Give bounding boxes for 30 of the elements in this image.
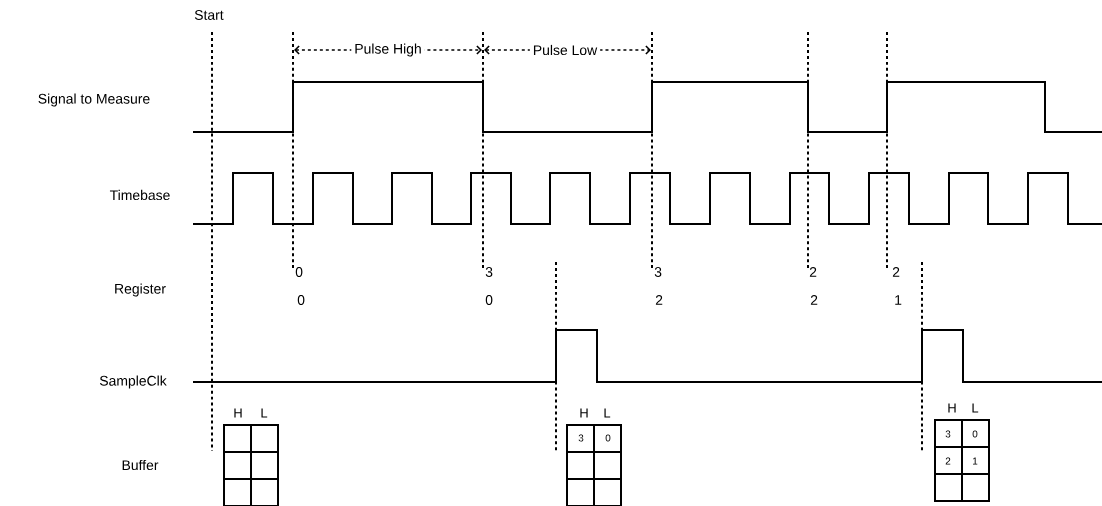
- register-value: 0: [297, 295, 305, 305]
- dimension-label: Pulse High: [351, 42, 425, 58]
- column-header: H: [948, 403, 956, 413]
- cell-value: 3: [578, 434, 584, 442]
- column-header: L: [261, 408, 268, 418]
- row-label: Timebase: [109, 189, 170, 201]
- register-value: 1: [895, 295, 902, 305]
- register-value: 2: [810, 295, 818, 305]
- row-label: Buffer: [122, 459, 159, 471]
- column-header: H: [580, 408, 588, 418]
- row-label: Register: [115, 283, 166, 297]
- cell-value: 2: [945, 457, 951, 465]
- cell-value: 0: [605, 434, 611, 442]
- cell-value: 0: [972, 430, 978, 438]
- register-value: 2: [892, 267, 900, 277]
- register-value: 2: [809, 267, 817, 277]
- register-value: 3: [485, 267, 493, 277]
- column-header: L: [604, 408, 611, 418]
- row-label: SampleClk: [99, 375, 167, 389]
- register-value: 0: [295, 267, 303, 277]
- column-header: H: [234, 408, 242, 418]
- register-value: 0: [485, 295, 493, 305]
- time-marker-label: Start: [194, 10, 224, 20]
- cell-value: 3: [945, 430, 951, 438]
- register-value: 2: [655, 295, 663, 305]
- column-header: L: [972, 403, 979, 413]
- register-value: 3: [654, 267, 662, 277]
- dimension-label: Pulse Low: [529, 43, 601, 57]
- cell-value: 1: [973, 457, 978, 465]
- row-label: Signal to Measure: [38, 93, 150, 107]
